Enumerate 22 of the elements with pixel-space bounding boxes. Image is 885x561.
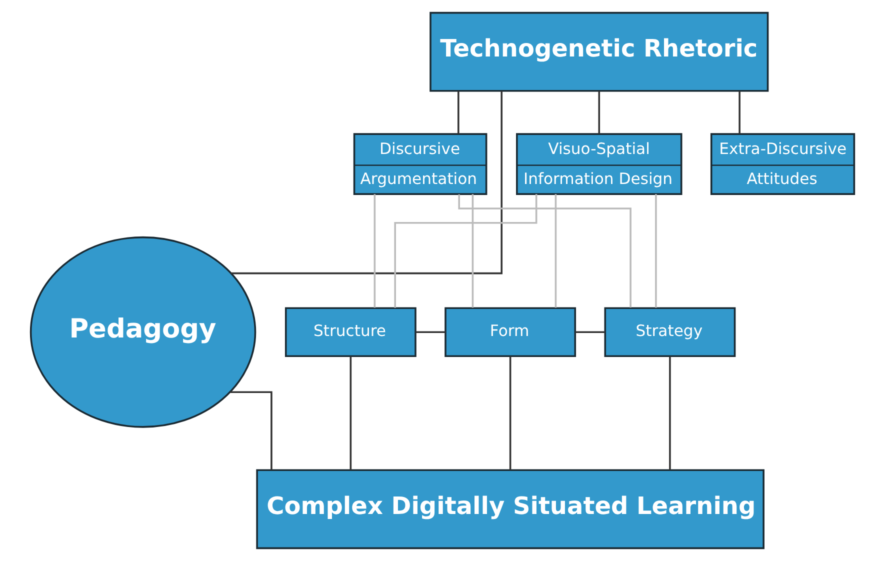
- connector: [575, 331, 606, 333]
- connector: [655, 194, 657, 308]
- connector: [350, 356, 352, 470]
- node-box: Form: [444, 307, 576, 358]
- node-box: Technogenetic Rhetoric: [430, 12, 769, 92]
- connector: [230, 391, 272, 470]
- connector: [598, 91, 600, 134]
- connector: [458, 91, 460, 134]
- connector: [374, 194, 376, 308]
- node-box: Complex Digitally Situated Learning: [256, 469, 764, 550]
- node-box: Strategy: [604, 307, 736, 358]
- connector: [669, 356, 671, 470]
- connector: [472, 194, 474, 308]
- connector: [458, 194, 632, 308]
- connector: [231, 90, 503, 274]
- node-ellipse: Pedagogy: [30, 236, 256, 428]
- connector: [509, 356, 512, 470]
- connector: [416, 331, 446, 333]
- connector: [738, 91, 740, 134]
- node-box: Structure: [284, 307, 416, 358]
- connector: [394, 194, 538, 308]
- connector: [554, 194, 557, 308]
